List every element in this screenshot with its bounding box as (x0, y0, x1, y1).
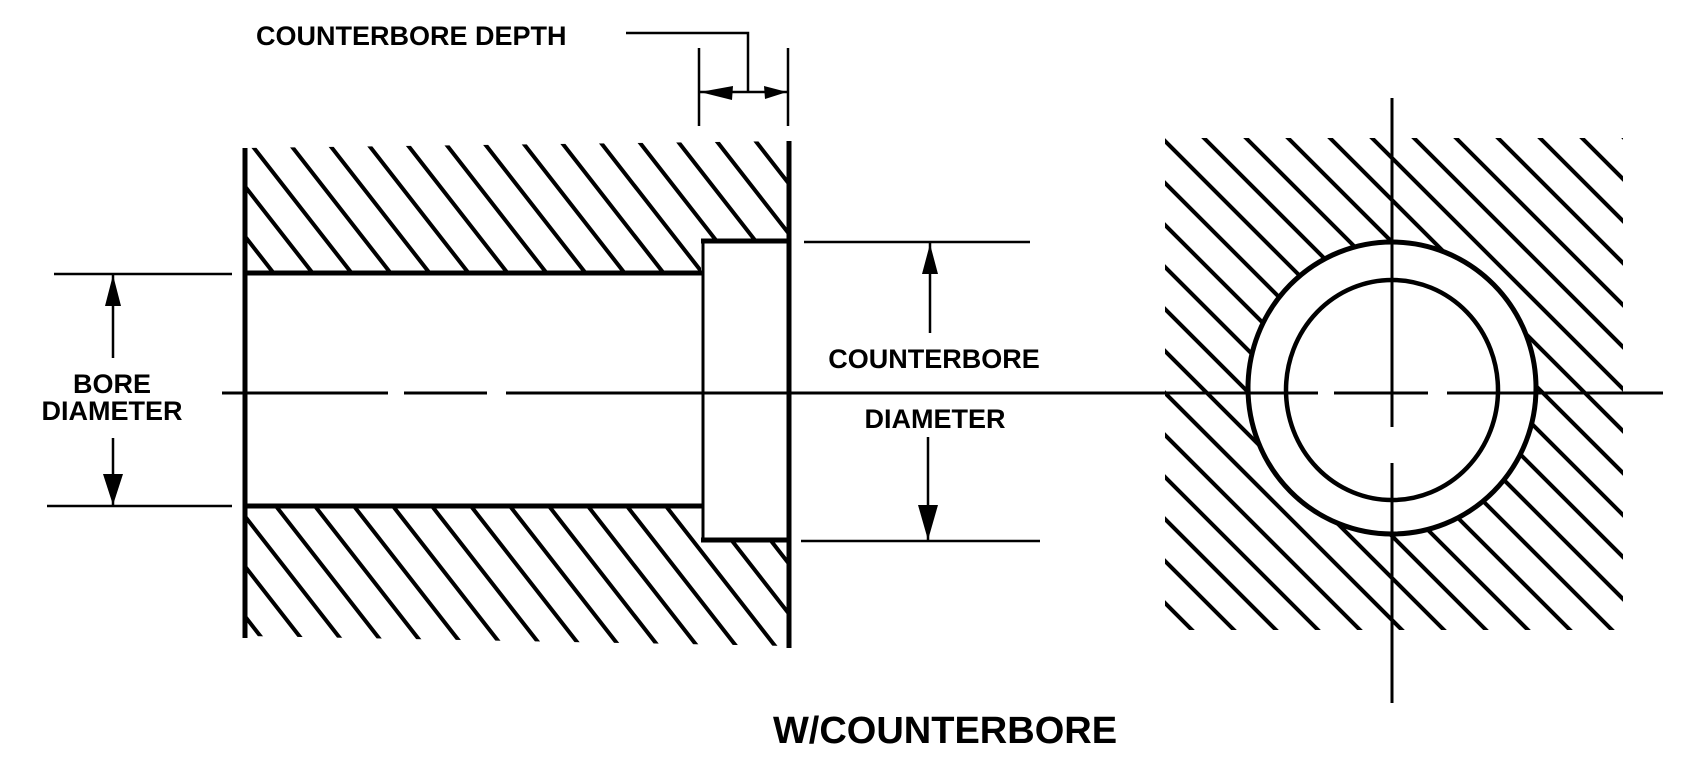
arrow-up-icon (922, 244, 938, 274)
diagram-title: W/COUNTERBORE (773, 710, 1117, 752)
hatch-line (503, 506, 632, 646)
hatch-line (511, 141, 632, 273)
hatch-line (1320, 138, 1623, 630)
hatch-line (1658, 130, 1687, 640)
hatch-line (1165, 138, 1246, 630)
hatch-line (737, 506, 789, 646)
counterbore-depth-label: COUNTERBORE DEPTH (256, 21, 567, 51)
hatch-line (1362, 138, 1623, 630)
hatch-line (464, 506, 593, 646)
bore-diameter-dimension: BORE DIAMETER (42, 272, 232, 508)
hatch-line (1488, 138, 1623, 630)
hatch-line (1165, 138, 1456, 630)
hatch-line (245, 141, 281, 273)
hatch-line (1165, 138, 1623, 630)
section-view (76, 130, 1175, 660)
counterbore-depth-dimension: COUNTERBORE DEPTH (256, 21, 790, 126)
hatch-line (394, 141, 515, 273)
hatch-line (1404, 138, 1623, 630)
hatch-line (308, 506, 437, 646)
hatch-line (76, 500, 201, 660)
counterbore-diameter-dimension: COUNTERBORE DIAMETER (801, 240, 1040, 543)
hatch-line (1165, 138, 1498, 630)
hatch-line (1572, 138, 1623, 630)
hatch-line (706, 141, 789, 273)
arrow-down-icon (918, 505, 938, 540)
hatch-line (245, 141, 359, 273)
hatch-line (355, 141, 476, 273)
hatch-line (433, 141, 554, 273)
hatch-line (698, 506, 789, 646)
bore-label-line2: DIAMETER (42, 396, 183, 426)
arrow-down-icon (103, 474, 123, 505)
hatch-line (620, 506, 749, 646)
hatch-line (1165, 138, 1372, 630)
counterbore-diameter-label-line2: DIAMETER (865, 404, 1006, 434)
hatch-line (245, 506, 359, 646)
hatch-line (1165, 138, 1414, 630)
counterbore-diameter-label-line1: COUNTERBORE (828, 344, 1040, 374)
hatch-line (1165, 138, 1288, 630)
hatch-line (245, 141, 320, 273)
hatch-line (84, 130, 201, 280)
hatch-lower-wall (76, 500, 942, 660)
arrow-left-icon (700, 86, 733, 100)
hatch-line (776, 506, 789, 646)
hatch-line (1165, 138, 1540, 630)
hatch-line (589, 141, 710, 273)
hatch-line (817, 500, 942, 660)
bore-label-line1: BORE (73, 369, 151, 399)
hatch-line (123, 130, 240, 280)
hatch-line (608, 130, 1118, 640)
hatch-line (425, 506, 554, 646)
hatch-line (784, 141, 789, 273)
hatch-line (659, 506, 788, 646)
hatch-line (745, 141, 789, 273)
hatch-line (245, 506, 281, 646)
hatch-upper-wall (84, 130, 942, 280)
arrow-up-icon (105, 275, 121, 306)
hatch-line (347, 506, 476, 646)
hatch-line (1614, 138, 1623, 630)
hatch-line (581, 506, 710, 646)
arrow-right-icon (764, 86, 787, 99)
hatch-line (386, 506, 515, 646)
hatch-line (1165, 138, 1330, 630)
hatch-line (115, 500, 240, 660)
end-view (608, 98, 1687, 703)
hatch-line (550, 141, 671, 273)
hatch-line (1165, 138, 1623, 630)
hatch-line (316, 141, 437, 273)
hatch-line (1446, 138, 1623, 630)
hatch-line (245, 506, 320, 646)
hatch-line (472, 141, 593, 273)
counterbore-depth-leader (626, 31, 750, 92)
hatch-line (277, 141, 398, 273)
hatch-line (269, 506, 398, 646)
hatch-line (1530, 138, 1623, 630)
hatch-line (825, 130, 942, 280)
hatch-line (542, 506, 671, 646)
hatch-line (1165, 138, 1582, 630)
